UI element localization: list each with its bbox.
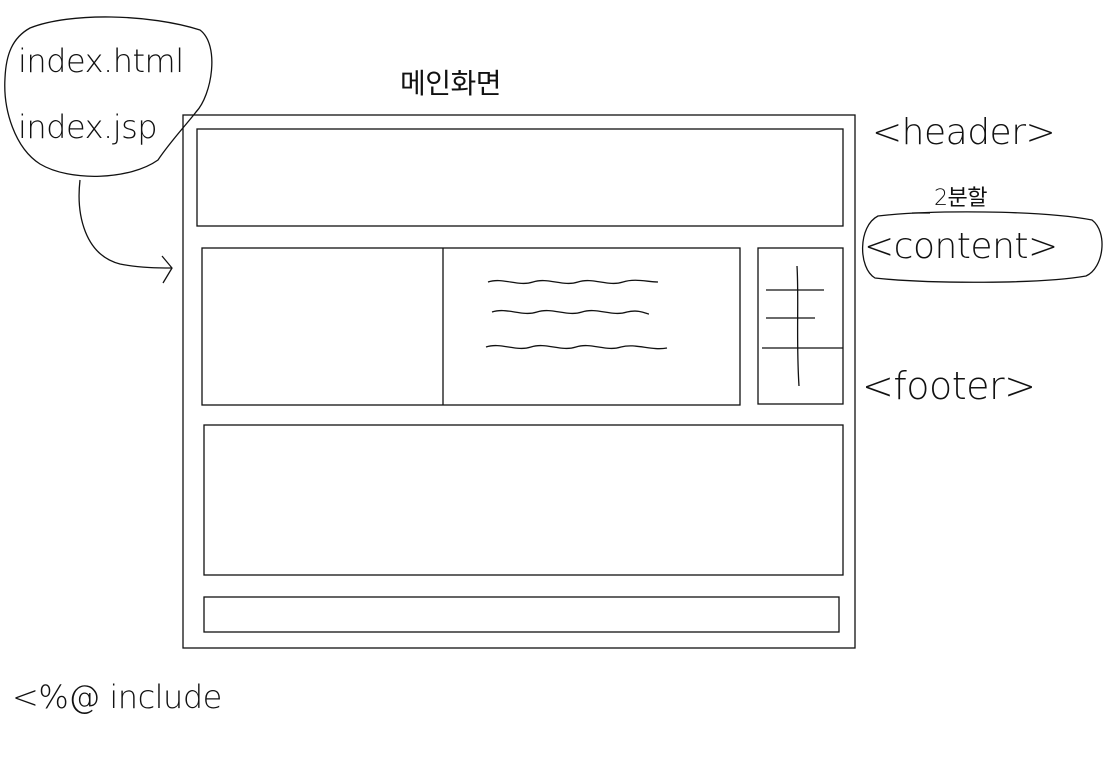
- file-name-html: index.html: [18, 42, 184, 80]
- header-section: [196, 128, 844, 227]
- include-arrow-head: [161, 255, 173, 284]
- footer-label: <footer>: [862, 364, 1036, 408]
- text-line-3: [485, 344, 668, 350]
- include-directive-label: <%@ include: [12, 678, 222, 716]
- text-line-2: [491, 309, 650, 315]
- page-title: 메인화면: [400, 67, 502, 100]
- main-frame: [182, 114, 856, 649]
- lower-section: [203, 424, 844, 576]
- side-menu-vertical: [796, 265, 800, 387]
- text-line-1: [487, 279, 659, 285]
- side-menu: [757, 247, 844, 405]
- split-label: 2분할: [934, 186, 987, 211]
- content-ellipse: [861, 211, 1103, 283]
- content-label: <content>: [864, 226, 1058, 267]
- footer-section: [203, 596, 840, 633]
- content-section: [201, 247, 741, 406]
- header-label: <header>: [872, 112, 1056, 153]
- include-arrow: [78, 179, 173, 269]
- file-bubble: [4, 16, 213, 177]
- file-name-jsp: index.jsp: [18, 108, 158, 146]
